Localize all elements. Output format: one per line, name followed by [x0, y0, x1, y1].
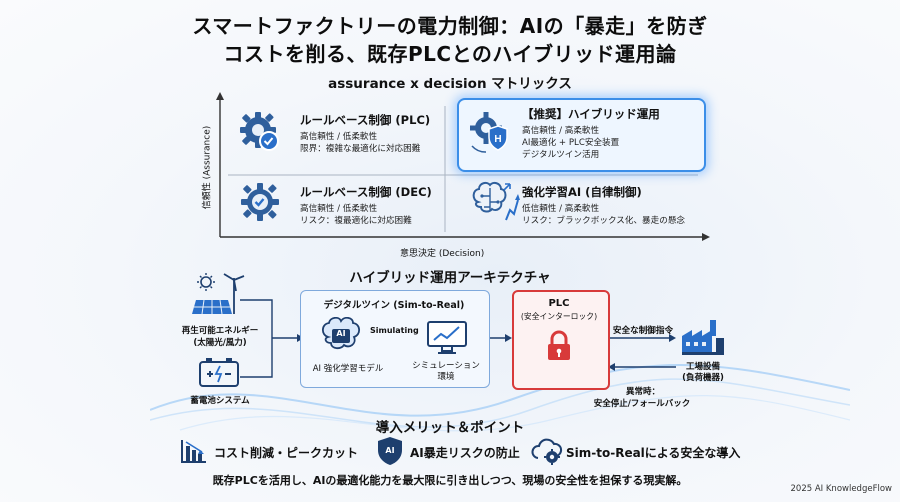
sim-env-label-2: 環境: [437, 372, 455, 382]
quadrant-plc-title: ルールベース制御 (PLC): [300, 113, 431, 127]
title-line-1: スマートファクトリーの電力制御：AIの「暴走」を防ぎ: [192, 14, 708, 38]
plc-subtitle: (安全インターロック): [520, 312, 598, 321]
quadrant-plc-line: 高信頼性 / 低柔軟性: [300, 132, 378, 142]
quadrant-plc: [238, 110, 282, 158]
quadrant-dec: [238, 180, 282, 228]
background-wave: [150, 364, 850, 432]
ai-shield-icon-text: AI: [385, 446, 395, 455]
safe-command-label: 安全な制御指令: [612, 326, 674, 336]
solar-wind-icon: [192, 273, 245, 315]
factory-label-2: (負荷機器): [682, 373, 724, 383]
summary-text: 既存PLCを活用し、AIの最適化能力を最大限に引き出しつつ、現場の安全性を担保す…: [212, 474, 688, 487]
brain-circuit-icon: [472, 181, 520, 221]
architecture-title: ハイブリッド運用アーキテクチャ: [349, 270, 551, 286]
plc-title: PLC: [548, 298, 570, 309]
battery-icon: [199, 358, 239, 387]
footer-credit: 2025 AI KnowledgeFlow: [790, 484, 893, 494]
matrix-axes: [216, 92, 710, 241]
factory-icon: [682, 320, 724, 355]
gear-check-icon: [241, 183, 279, 221]
abnormal-label-2: 安全停止/フォールバック: [593, 399, 691, 409]
simulating-label: Simulating: [370, 326, 419, 335]
merit-sim-to-real-label: Sim-to-Realによる安全な導入: [566, 446, 741, 460]
ai-chip-text: AI: [336, 329, 346, 338]
quadrant-hybrid-title: 【推奨】ハイブリッド運用: [522, 107, 660, 121]
title-line-2: コストを削る、既存PLCとのハイブリッド運用論: [223, 42, 677, 66]
quadrant-hybrid-line: AI最適化 + PLC安全装置: [522, 138, 620, 148]
quadrant-plc-line: 限界：複雑な最適化に対応困難: [300, 144, 421, 154]
bar-chart-down-icon: [181, 440, 206, 463]
quadrant-rl-line: 低信頼性 / 高柔軟性: [522, 204, 600, 214]
ai-brain-icon: [321, 317, 361, 350]
x-axis-label: 意思決定 (Decision): [400, 249, 485, 259]
merit-ai-risk-label: AI暴走リスクの防止: [410, 446, 520, 460]
merits-title: 導入メリット＆ポイント: [375, 420, 525, 436]
quadrant-dec-line: リスク：複最適化に対応困難: [300, 216, 412, 226]
quadrant-hybrid-line: 高信頼性 / 高柔軟性: [522, 126, 600, 136]
quadrant-rl-line: リスク：ブラックボックス化、暴走の懸念: [522, 216, 686, 226]
quadrant-dec-line: 高信頼性 / 低柔軟性: [300, 204, 378, 214]
gear-shield-icon: H: [470, 112, 508, 153]
sim-env-label-1: シミュレーション: [412, 361, 480, 371]
quadrant-rl: [470, 180, 520, 230]
renewable-label-2: (太陽光/風力): [193, 338, 247, 348]
quadrant-hybrid-line: デジタルツイン活用: [522, 150, 600, 160]
padlock-icon: [548, 330, 570, 360]
gear-check-icon: [240, 112, 279, 151]
svg-text:H: H: [494, 134, 501, 145]
monitor-chart-icon: [427, 321, 467, 354]
ai-shield-icon: [378, 437, 402, 465]
renewable-label-1: 再生可能エネルギー: [181, 326, 259, 336]
quadrant-rl-title: 強化学習AI (自律制御): [522, 185, 642, 199]
ai-model-label: AI 強化学習モデル: [312, 364, 384, 374]
battery-label: 蓄電池システム: [190, 396, 250, 406]
digital-twin-title: デジタルツイン (Sim-to-Real): [323, 300, 465, 311]
cloud-gear-icon: [531, 438, 563, 465]
quadrant-dec-title: ルールベース制御 (DEC): [300, 185, 432, 199]
factory-label-1: 工場設備: [685, 362, 720, 372]
abnormal-label-1: 異常時：: [625, 387, 660, 397]
matrix-title: assurance x decision マトリックス: [328, 76, 572, 92]
merit-cost-label: コスト削減・ピークカット: [214, 446, 359, 460]
plc-safety-panel: [512, 290, 610, 390]
